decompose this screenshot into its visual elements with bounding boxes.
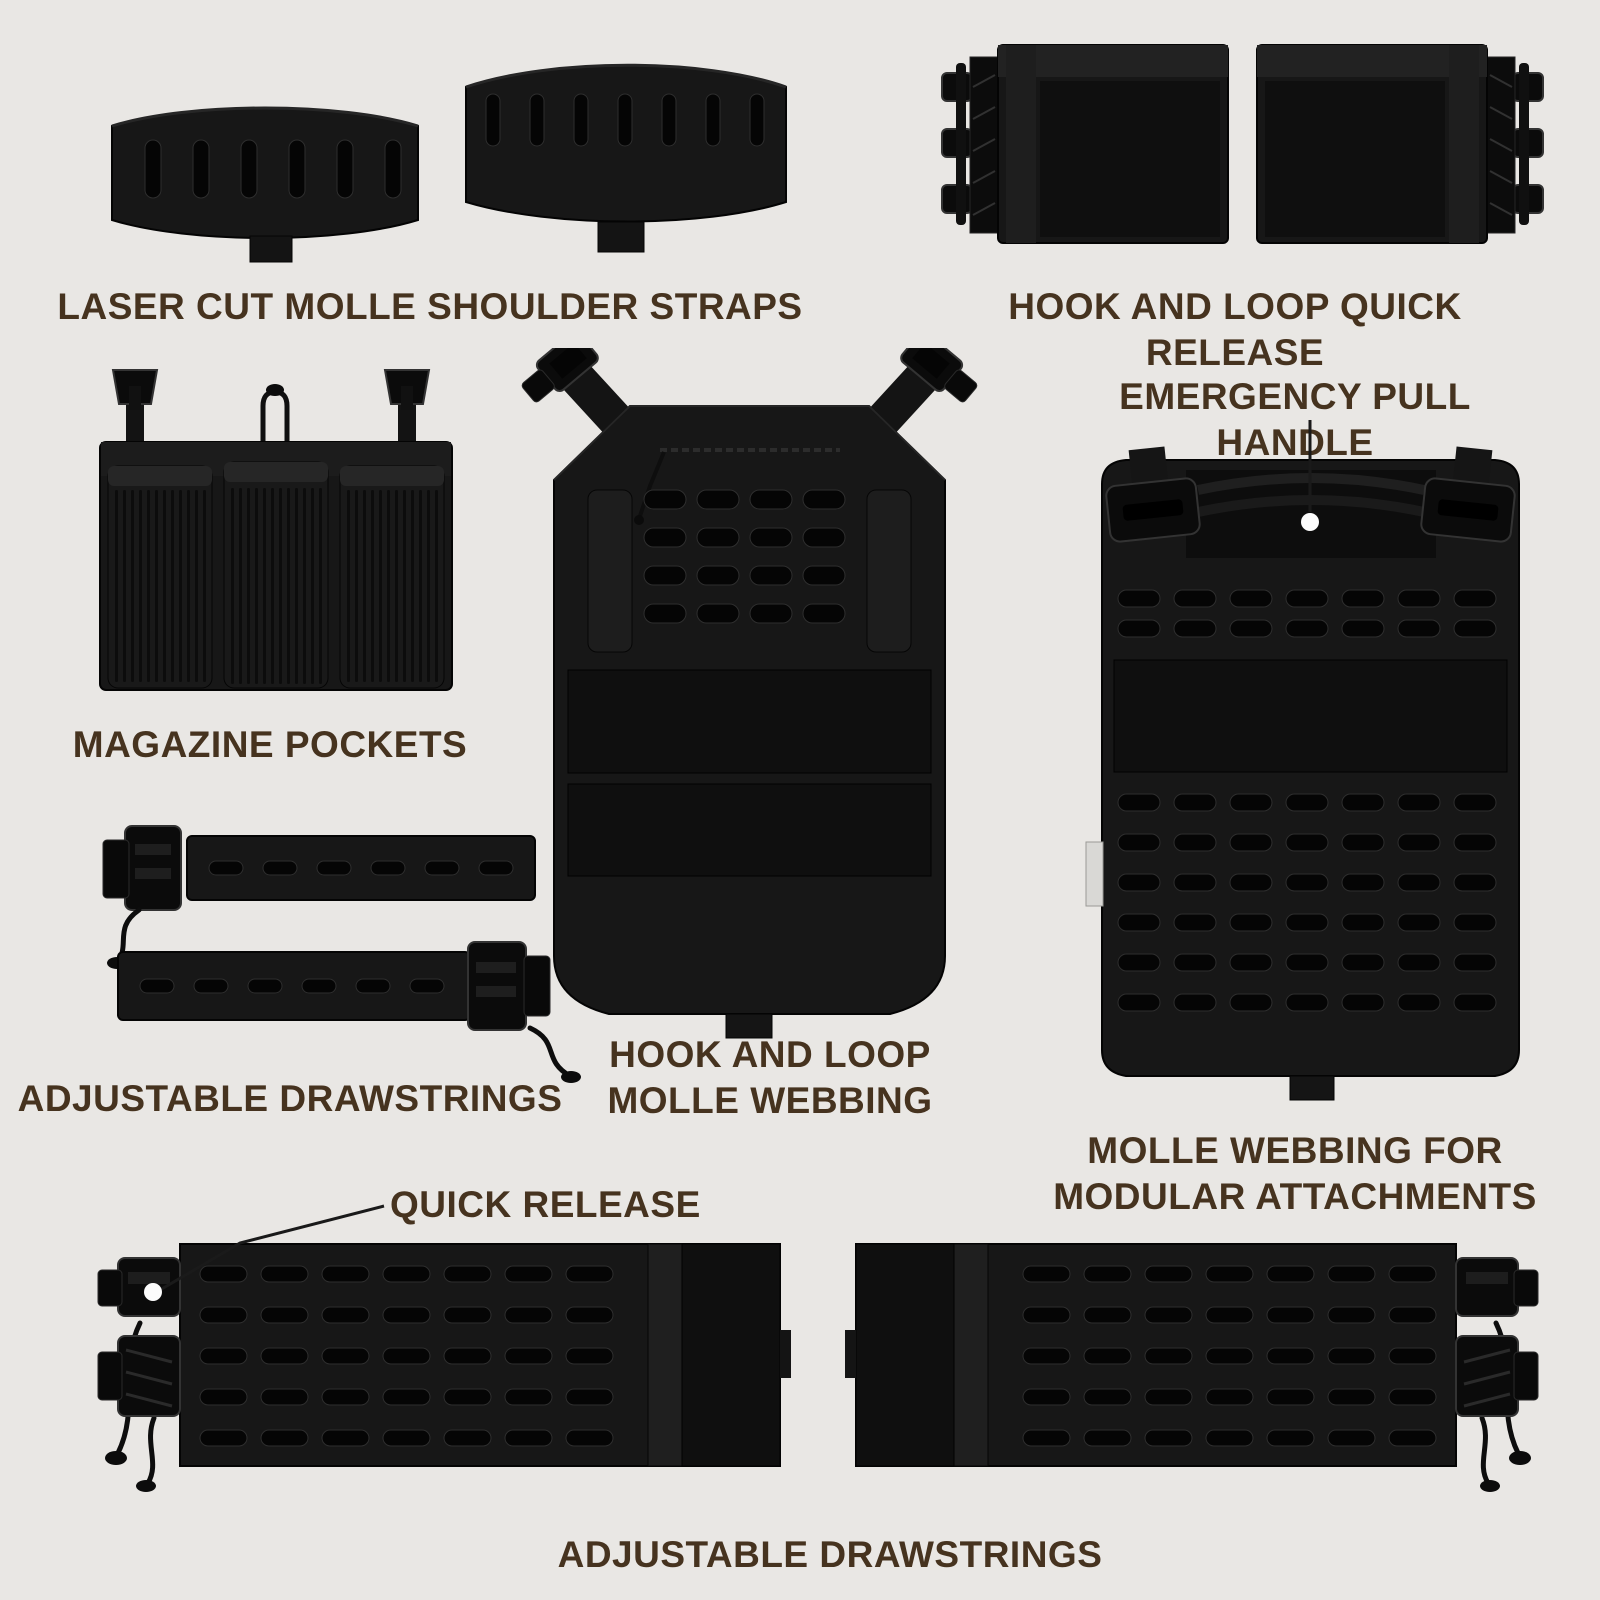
side-pad-right	[866, 489, 912, 653]
cummerbund-image-left	[88, 1228, 793, 1498]
bottom-tab	[725, 1013, 773, 1039]
laser-slot-rows	[1117, 589, 1497, 638]
label-line: HOOK AND LOOP	[609, 1034, 931, 1075]
molle-laser-field	[643, 489, 846, 624]
label-line: MOLLE WEBBING FOR	[1087, 1130, 1503, 1171]
label-magazine-pockets: MAGAZINE POCKETS	[72, 724, 468, 765]
buckle-strap	[398, 400, 416, 450]
shoulder-strap-image-1	[100, 88, 430, 268]
cord-toggle	[266, 384, 284, 396]
laser-cut-slots	[139, 978, 445, 994]
mag-pouch-1	[107, 465, 213, 689]
label-hook-and-loop-quick-release: HOOK AND LOOP QUICK RELEASE	[1008, 286, 1462, 373]
cord-toggle	[561, 1071, 581, 1083]
label-line: MOLLE WEBBING	[607, 1079, 933, 1121]
label-hook-and-loop-molle-webbing: HOOK AND LOOP MOLLE WEBBING	[560, 1032, 980, 1124]
cord-toggle	[136, 1480, 156, 1492]
quick-release-buckle-assembly	[1455, 1257, 1539, 1417]
label-emergency-pull-handle: EMERGENCY PULL HANDLE	[1119, 376, 1471, 463]
male-buckle-clip	[383, 369, 431, 410]
cummerbund-image-right	[843, 1228, 1548, 1498]
cord-toggle	[105, 1451, 127, 1465]
shoulder-strap-image-2	[458, 42, 793, 257]
label-laser-cut-molle-shoulder-straps: LASER CUT MOLLE SHOULDER STRAPS	[57, 286, 803, 327]
velcro-field-lower	[567, 783, 932, 877]
brand-tag	[1085, 841, 1104, 907]
male-buckle-clip	[111, 369, 159, 410]
vertical-webbing	[1006, 45, 1036, 243]
front-plate-carrier-image	[492, 348, 1007, 1053]
velcro-field-upper	[567, 669, 932, 774]
top-webbing	[1257, 45, 1487, 77]
laser-cut-slots	[485, 93, 765, 147]
back-panel-image	[1078, 422, 1543, 1112]
g-hook-buckles	[941, 63, 973, 225]
vertical-webbing	[647, 1243, 683, 1467]
quick-detach-buckle	[521, 348, 599, 403]
strap-tab	[597, 221, 645, 253]
g-hook-buckles	[1512, 63, 1544, 225]
molle-laser-grid	[1022, 1265, 1437, 1447]
mag-pouch-3	[339, 465, 445, 689]
label-line: MODULAR ATTACHMENTS	[1053, 1175, 1537, 1217]
label-molle-webbing-modular: MOLLE WEBBING FOR MODULAR ATTACHMENTS	[1030, 1128, 1560, 1220]
side-pad-left	[587, 489, 633, 653]
top-webbing	[998, 45, 1228, 77]
velcro-field	[681, 1243, 781, 1467]
connector-tab	[780, 1330, 791, 1378]
quick-release-panel-image-left	[940, 35, 1235, 250]
label-adjustable-drawstrings-bottom: ADJUSTABLE DRAWSTRINGS	[557, 1534, 1103, 1575]
strap-tab	[249, 235, 293, 263]
drawstring-cord	[145, 1415, 157, 1486]
female-buckle-right	[1420, 446, 1516, 543]
velcro-field	[1265, 81, 1445, 237]
velcro-field	[1040, 81, 1220, 237]
label-quick-release: QUICK RELEASE	[390, 1184, 701, 1225]
magazine-pockets-image	[92, 362, 462, 712]
zipper-pull	[634, 515, 644, 525]
drawstring-cord	[1479, 1415, 1491, 1486]
mag-pouch-2	[223, 461, 329, 689]
molle-laser-grid	[1117, 793, 1497, 1012]
cord-toggle	[1480, 1480, 1500, 1492]
strap-body	[186, 835, 536, 901]
drawstring-strap-image-1	[95, 810, 555, 972]
zipper-pull-cord	[638, 451, 666, 517]
velcro-field	[855, 1243, 955, 1467]
quick-release-panel-image-right	[1250, 35, 1545, 250]
drawstring-cord	[527, 1025, 573, 1079]
buckle-strap	[126, 400, 144, 450]
bottom-tab	[1289, 1075, 1335, 1101]
cord-toggle	[1509, 1451, 1531, 1465]
vertical-webbing	[1449, 45, 1479, 243]
quick-detach-buckle	[900, 348, 978, 403]
label-adjustable-drawstrings-left: ADJUSTABLE DRAWSTRINGS	[17, 1078, 563, 1119]
connector-tab	[845, 1330, 856, 1378]
female-buckle-left	[1105, 446, 1201, 543]
quick-release-buckle-assembly	[97, 1257, 181, 1417]
laser-cut-slots	[208, 860, 514, 876]
ladder-lock-buckle	[467, 941, 551, 1031]
ladder-lock-buckle	[102, 825, 182, 911]
vertical-webbing	[953, 1243, 989, 1467]
velcro-band	[1113, 659, 1508, 773]
drawstring-strap-image-2	[108, 928, 588, 1088]
laser-cut-slots	[144, 139, 402, 199]
